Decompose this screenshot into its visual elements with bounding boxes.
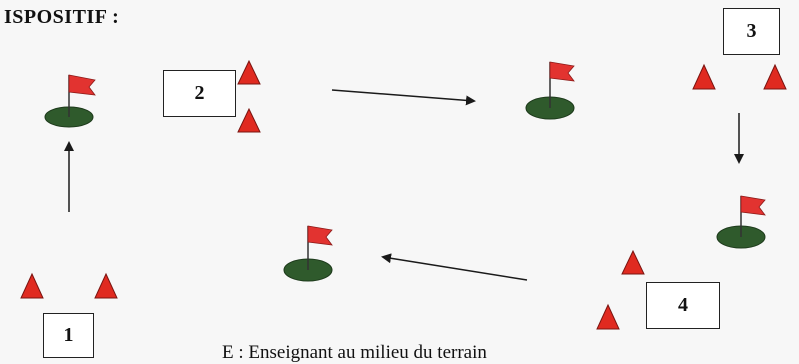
station-box-3: 3	[723, 8, 780, 55]
flag-icon	[740, 195, 766, 216]
green-1	[44, 74, 96, 128]
cone-icon	[20, 272, 44, 299]
station-box-2: 2	[163, 70, 236, 117]
caption: E : Enseignant au milieu du terrain	[222, 342, 487, 363]
flag-icon	[68, 74, 96, 96]
cone-icon	[763, 63, 787, 90]
heading: ISPOSITIF :	[4, 6, 120, 28]
cone-icon	[237, 59, 261, 85]
cone-icon	[692, 63, 716, 90]
arrow-right	[331, 89, 476, 106]
station-box-1: 1	[43, 313, 94, 358]
green-2	[525, 61, 575, 120]
cone-icon	[94, 272, 118, 299]
station-box-4: 4	[646, 282, 720, 329]
cone-icon	[596, 303, 620, 330]
arrow-left	[381, 253, 528, 281]
green-3	[716, 195, 766, 249]
flag-icon	[549, 61, 575, 82]
flag-icon	[307, 225, 333, 246]
cone-icon	[237, 107, 261, 133]
green-4	[283, 225, 333, 282]
cone-icon	[621, 249, 645, 275]
